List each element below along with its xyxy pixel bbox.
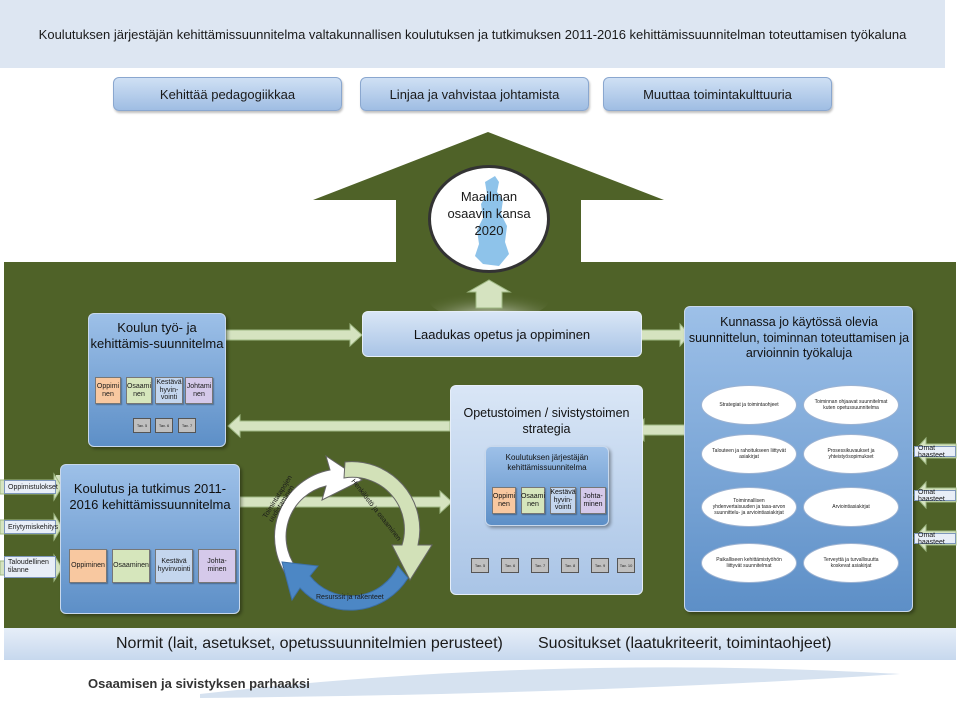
tool-oval: Toiminnallisen yhdenvertaisuuden ja tasa… (701, 487, 797, 527)
goal-leadership: Linjaa ja vahvistaa johtamista (360, 77, 589, 111)
chip-wellbeing: Kestävä hyvin-vointi (155, 377, 183, 404)
arrow-quality-to-municipality (639, 322, 691, 348)
norms-text: Normit (lait, asetukset, opetussuunnitel… (116, 635, 503, 652)
tool-oval: Toiminnan ohjaavat suunnitelmat kuten op… (803, 385, 899, 425)
national-plan-panel: Koulutus ja tutkimus 2011-2016 kehittämi… (60, 464, 240, 614)
input-label: Eriytymiskehitys (4, 520, 58, 534)
tiny-goal: Tav. 9 (591, 558, 609, 573)
tiny-goal: Tav. 6 (155, 418, 173, 433)
tool-oval: Talouteen ja rahoitukseen liittyvät asia… (701, 434, 797, 474)
input-label: Oppimistulokset (4, 480, 58, 494)
cycle-arc-green (343, 461, 433, 582)
small-up-arrow (466, 279, 512, 309)
norms-bar: Normit (lait, asetukset, opetussuunnitel… (4, 628, 956, 660)
recommendations-text: Suositukset (laatukriteerit, toimintaohj… (538, 635, 832, 652)
cycle-label-resources: Resurssit ja rakenteet (316, 594, 384, 601)
goal-pedagogy: Kehittää pedagogiikkaa (113, 77, 342, 111)
finland-map-icon (475, 176, 509, 266)
brand-swoosh (200, 664, 900, 704)
tiny-goal: Tav. 7 (531, 558, 549, 573)
vision-line-2: osaavin kansa (447, 206, 531, 221)
chip-learning: Oppimi nen (492, 487, 516, 514)
input-label: Taloudellinen tilanne (4, 556, 56, 578)
tiny-goal: Tav. 7 (178, 418, 196, 433)
chip-leadership: Johtami nen (185, 377, 213, 404)
cycle-arc-blue (281, 561, 409, 611)
chip-wellbeing: Kestävä hyvin-vointi (550, 487, 576, 514)
chip-leadership: Johta-minen (580, 487, 606, 514)
chip-competence: Osaaminen (112, 549, 150, 583)
goal-culture: Muuttaa toimintakulttuuria (603, 77, 832, 111)
municipality-panel: Kunnassa jo käytössä olevia suunnittelun… (684, 306, 913, 612)
tiny-goal: Tav. 5 (133, 418, 151, 433)
municipality-title: Kunnassa jo käytössä olevia suunnittelun… (688, 315, 910, 361)
tiny-goal: Tav. 5 (471, 558, 489, 573)
tool-oval: Arviointiasiakirjat (803, 487, 899, 527)
tiny-goal: Tav. 8 (561, 558, 579, 573)
school-plan-panel: Koulun työ- ja kehittämis-suunnitelma Op… (88, 313, 226, 447)
vision-line-1: Maailman (460, 189, 518, 204)
tool-oval: Strategiat ja toimintaohjeet (701, 385, 797, 425)
tiny-goal: Tav. 6 (501, 558, 519, 573)
school-plan-title: Koulun työ- ja kehittämis-suunnitelma (90, 320, 224, 352)
challenge-label: Omat haasteet (914, 489, 956, 503)
challenge-label: Omat haasteet (914, 532, 956, 546)
tool-oval: Prosessikuvaukset ja yhteistyösopimukset (803, 434, 899, 474)
organizer-plan-box: Koulutuksen järjestäjän kehittämissuunni… (485, 446, 609, 526)
page-title: Koulutuksen järjestäjän kehittämissuunni… (0, 0, 945, 68)
chip-competence: Osaami nen (126, 377, 152, 404)
chip-learning: Oppiminen (69, 549, 107, 583)
chip-leadership: Johta-minen (198, 549, 236, 583)
cycle-arc-white (274, 454, 363, 581)
chip-learning: Oppimi nen (95, 377, 121, 404)
organizer-plan-title: Koulutuksen järjestäjän kehittämissuunni… (505, 453, 589, 472)
tiny-goal: Tav. 10 (617, 558, 635, 573)
national-plan-title: Koulutus ja tutkimus 2011-2016 kehittämi… (69, 481, 231, 513)
vision-circle: Maailman osaavin kansa 2020 (428, 165, 550, 273)
tool-oval: Terveyttä ja turvallisuutta koskevat asi… (803, 543, 899, 583)
chip-competence: Osaami nen (521, 487, 545, 514)
arrow-national-to-plan (239, 489, 453, 515)
challenge-label: Omat haasteet (914, 445, 956, 459)
quality-box: Laadukas opetus ja oppiminen (362, 311, 642, 357)
arrow-strategy-to-school (227, 413, 451, 439)
arrow-school-to-quality (225, 322, 363, 348)
vision-line-3: 2020 (474, 223, 504, 238)
strategy-title: Opetustoimen / sivistystoimen strategia (463, 406, 630, 436)
tool-oval: Paikalliseen kehittämistyöhön liittyvät … (701, 543, 797, 583)
strategy-panel: Opetustoimen / sivistystoimen strategia … (450, 385, 643, 595)
brand-text: Osaamisen ja sivistyksen parhaaksi (88, 676, 310, 691)
chip-wellbeing: Kestävä hyvinvointi (155, 549, 193, 583)
